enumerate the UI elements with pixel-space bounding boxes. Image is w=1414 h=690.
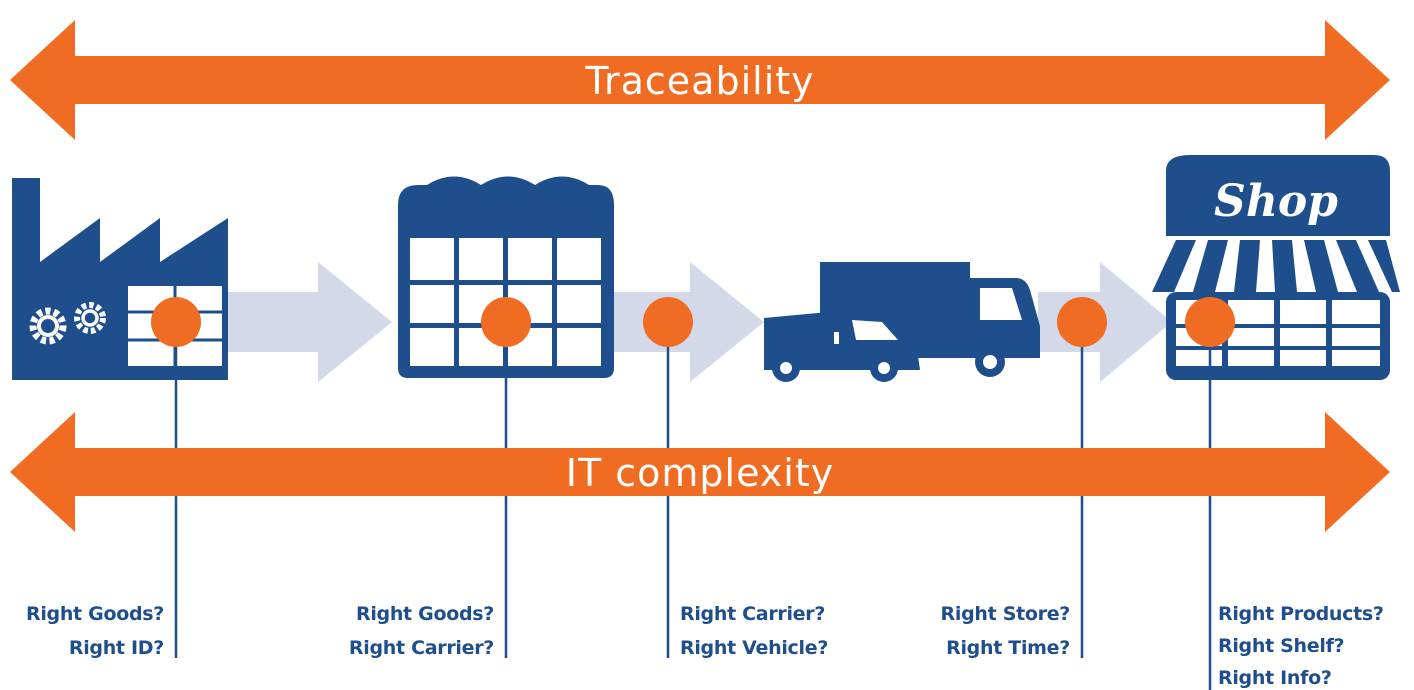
store-caption-1: Right Store? (941, 603, 1070, 625)
traceability-label: Traceability (584, 59, 814, 103)
warehouse-caption-2: Right Carrier? (349, 637, 494, 659)
traceability-double-arrow (10, 20, 1390, 140)
stage-captions: Right Goods? Right ID? Right Goods? Righ… (26, 603, 1384, 689)
factory-caption-2: Right ID? (69, 637, 164, 659)
transport-caption-1: Right Carrier? (680, 603, 825, 625)
factory-icon (12, 178, 228, 380)
transport-caption-2: Right Vehicle? (680, 637, 828, 659)
gear-icon (74, 302, 106, 334)
factory-caption-1: Right Goods? (26, 603, 164, 625)
checkpoint-dot (643, 297, 693, 347)
warehouse-grid (410, 238, 601, 366)
checkpoint-dot (151, 297, 201, 347)
checkpoint-dot (1057, 297, 1107, 347)
checkpoint-dot (481, 297, 531, 347)
checkpoint-dot (1185, 297, 1235, 347)
it-complexity-double-arrow (10, 412, 1390, 532)
truck-icon (764, 262, 1040, 382)
shop-caption-2: Right Shelf? (1218, 635, 1344, 657)
shop-caption-1: Right Products? (1218, 603, 1384, 625)
warehouse-icon (398, 176, 614, 378)
store-caption-2: Right Time? (946, 637, 1070, 659)
traceability-banner: Traceability (10, 20, 1390, 140)
shop-caption-3: Right Info? (1218, 667, 1332, 689)
it-complexity-label: IT complexity (566, 451, 834, 495)
it-complexity-banner: IT complexity (10, 412, 1390, 532)
shop-awning (1152, 240, 1400, 292)
warehouse-caption-1: Right Goods? (356, 603, 494, 625)
flow-arrow-1 (226, 262, 392, 382)
checkpoint-dots (151, 297, 1235, 347)
gear-icon (29, 307, 67, 345)
shop-icon: Shop (1152, 155, 1400, 380)
shop-sign: Shop (1214, 176, 1338, 227)
